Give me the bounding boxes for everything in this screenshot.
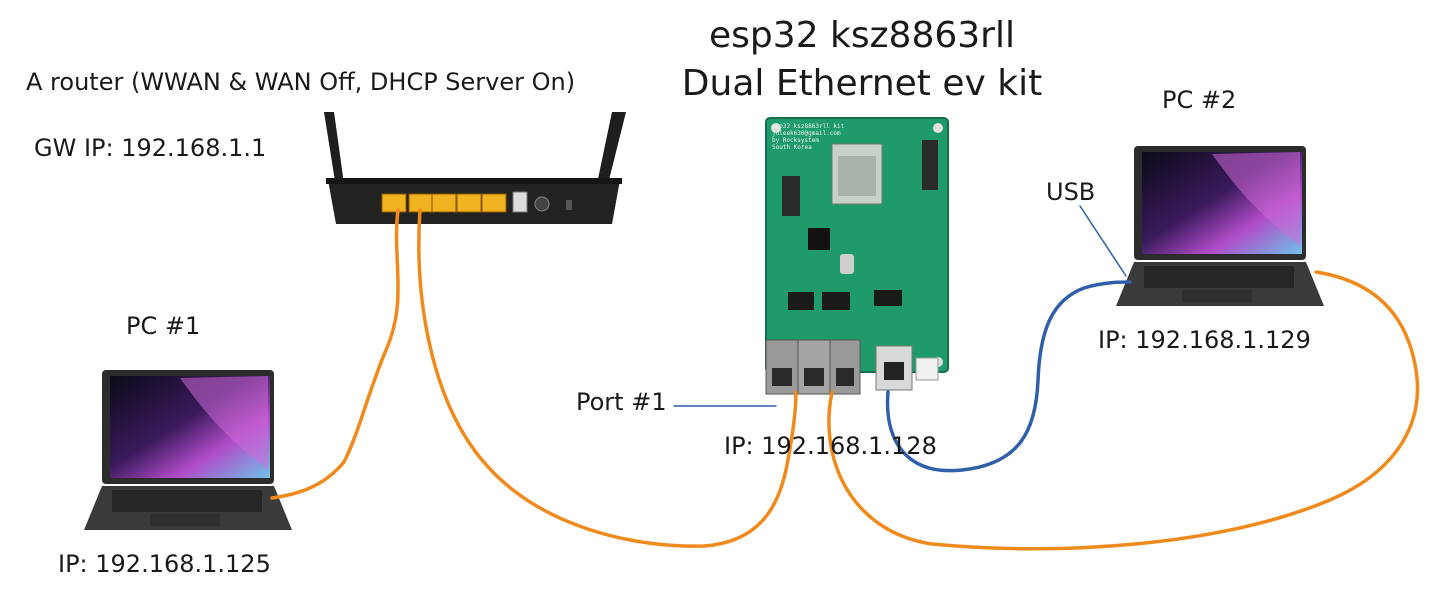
esp32-board-icon bbox=[765, 117, 949, 395]
pc1-laptop-icon bbox=[84, 370, 292, 530]
pc1-ip: IP: 192.168.1.125 bbox=[58, 550, 271, 578]
pcb-silkscreen: esp32 ksz8863rll kit jnleek630@gmail.com… bbox=[772, 123, 844, 151]
usb-cable-board-pc2 bbox=[885, 280, 1132, 473]
pcb-silkscreen-line: South Korea bbox=[772, 144, 812, 151]
pc2-ip: IP: 192.168.1.129 bbox=[1098, 326, 1311, 354]
pcb-silkscreen-line: esp32 ksz8863rll kit bbox=[772, 123, 845, 130]
router-port-4 bbox=[456, 193, 482, 213]
switch-chip bbox=[808, 228, 830, 250]
router-power-jack bbox=[534, 196, 550, 212]
router-button bbox=[566, 200, 572, 210]
pcb-silkscreen-line: jnleek630@gmail.com bbox=[772, 130, 841, 137]
diagram-title-line2: Dual Ethernet ev kit bbox=[681, 63, 1043, 104]
pcb-silkscreen-line: by Rocksystem bbox=[772, 137, 819, 144]
pc1-label: PC #1 bbox=[126, 312, 201, 340]
pc2-laptop-icon bbox=[1116, 146, 1324, 306]
ethernet-cable-router-board bbox=[417, 208, 798, 548]
ethernet-cable-router-pc1 bbox=[270, 208, 400, 500]
usb-label: USB bbox=[1046, 178, 1096, 206]
router-port-3 bbox=[431, 193, 457, 213]
router-ports bbox=[381, 193, 507, 213]
ethernet-cable-board-pc2 bbox=[827, 270, 1420, 551]
diagram-title-line1: esp32 ksz8863rll bbox=[709, 15, 1015, 56]
router-label: A router (WWAN & WAN Off, DHCP Server On… bbox=[26, 68, 576, 96]
pc2-label: PC #2 bbox=[1162, 86, 1237, 114]
router-port-1 bbox=[381, 193, 407, 213]
board-port-label: Port #1 bbox=[576, 388, 667, 416]
router-port-5 bbox=[481, 193, 507, 213]
usb-pointer-line bbox=[1079, 205, 1127, 277]
board-ip: IP: 192.168.1.128 bbox=[724, 432, 937, 460]
router-usb-port bbox=[512, 191, 528, 213]
router-gw-ip: GW IP: 192.168.1.1 bbox=[34, 134, 267, 162]
router-icon bbox=[324, 112, 626, 224]
